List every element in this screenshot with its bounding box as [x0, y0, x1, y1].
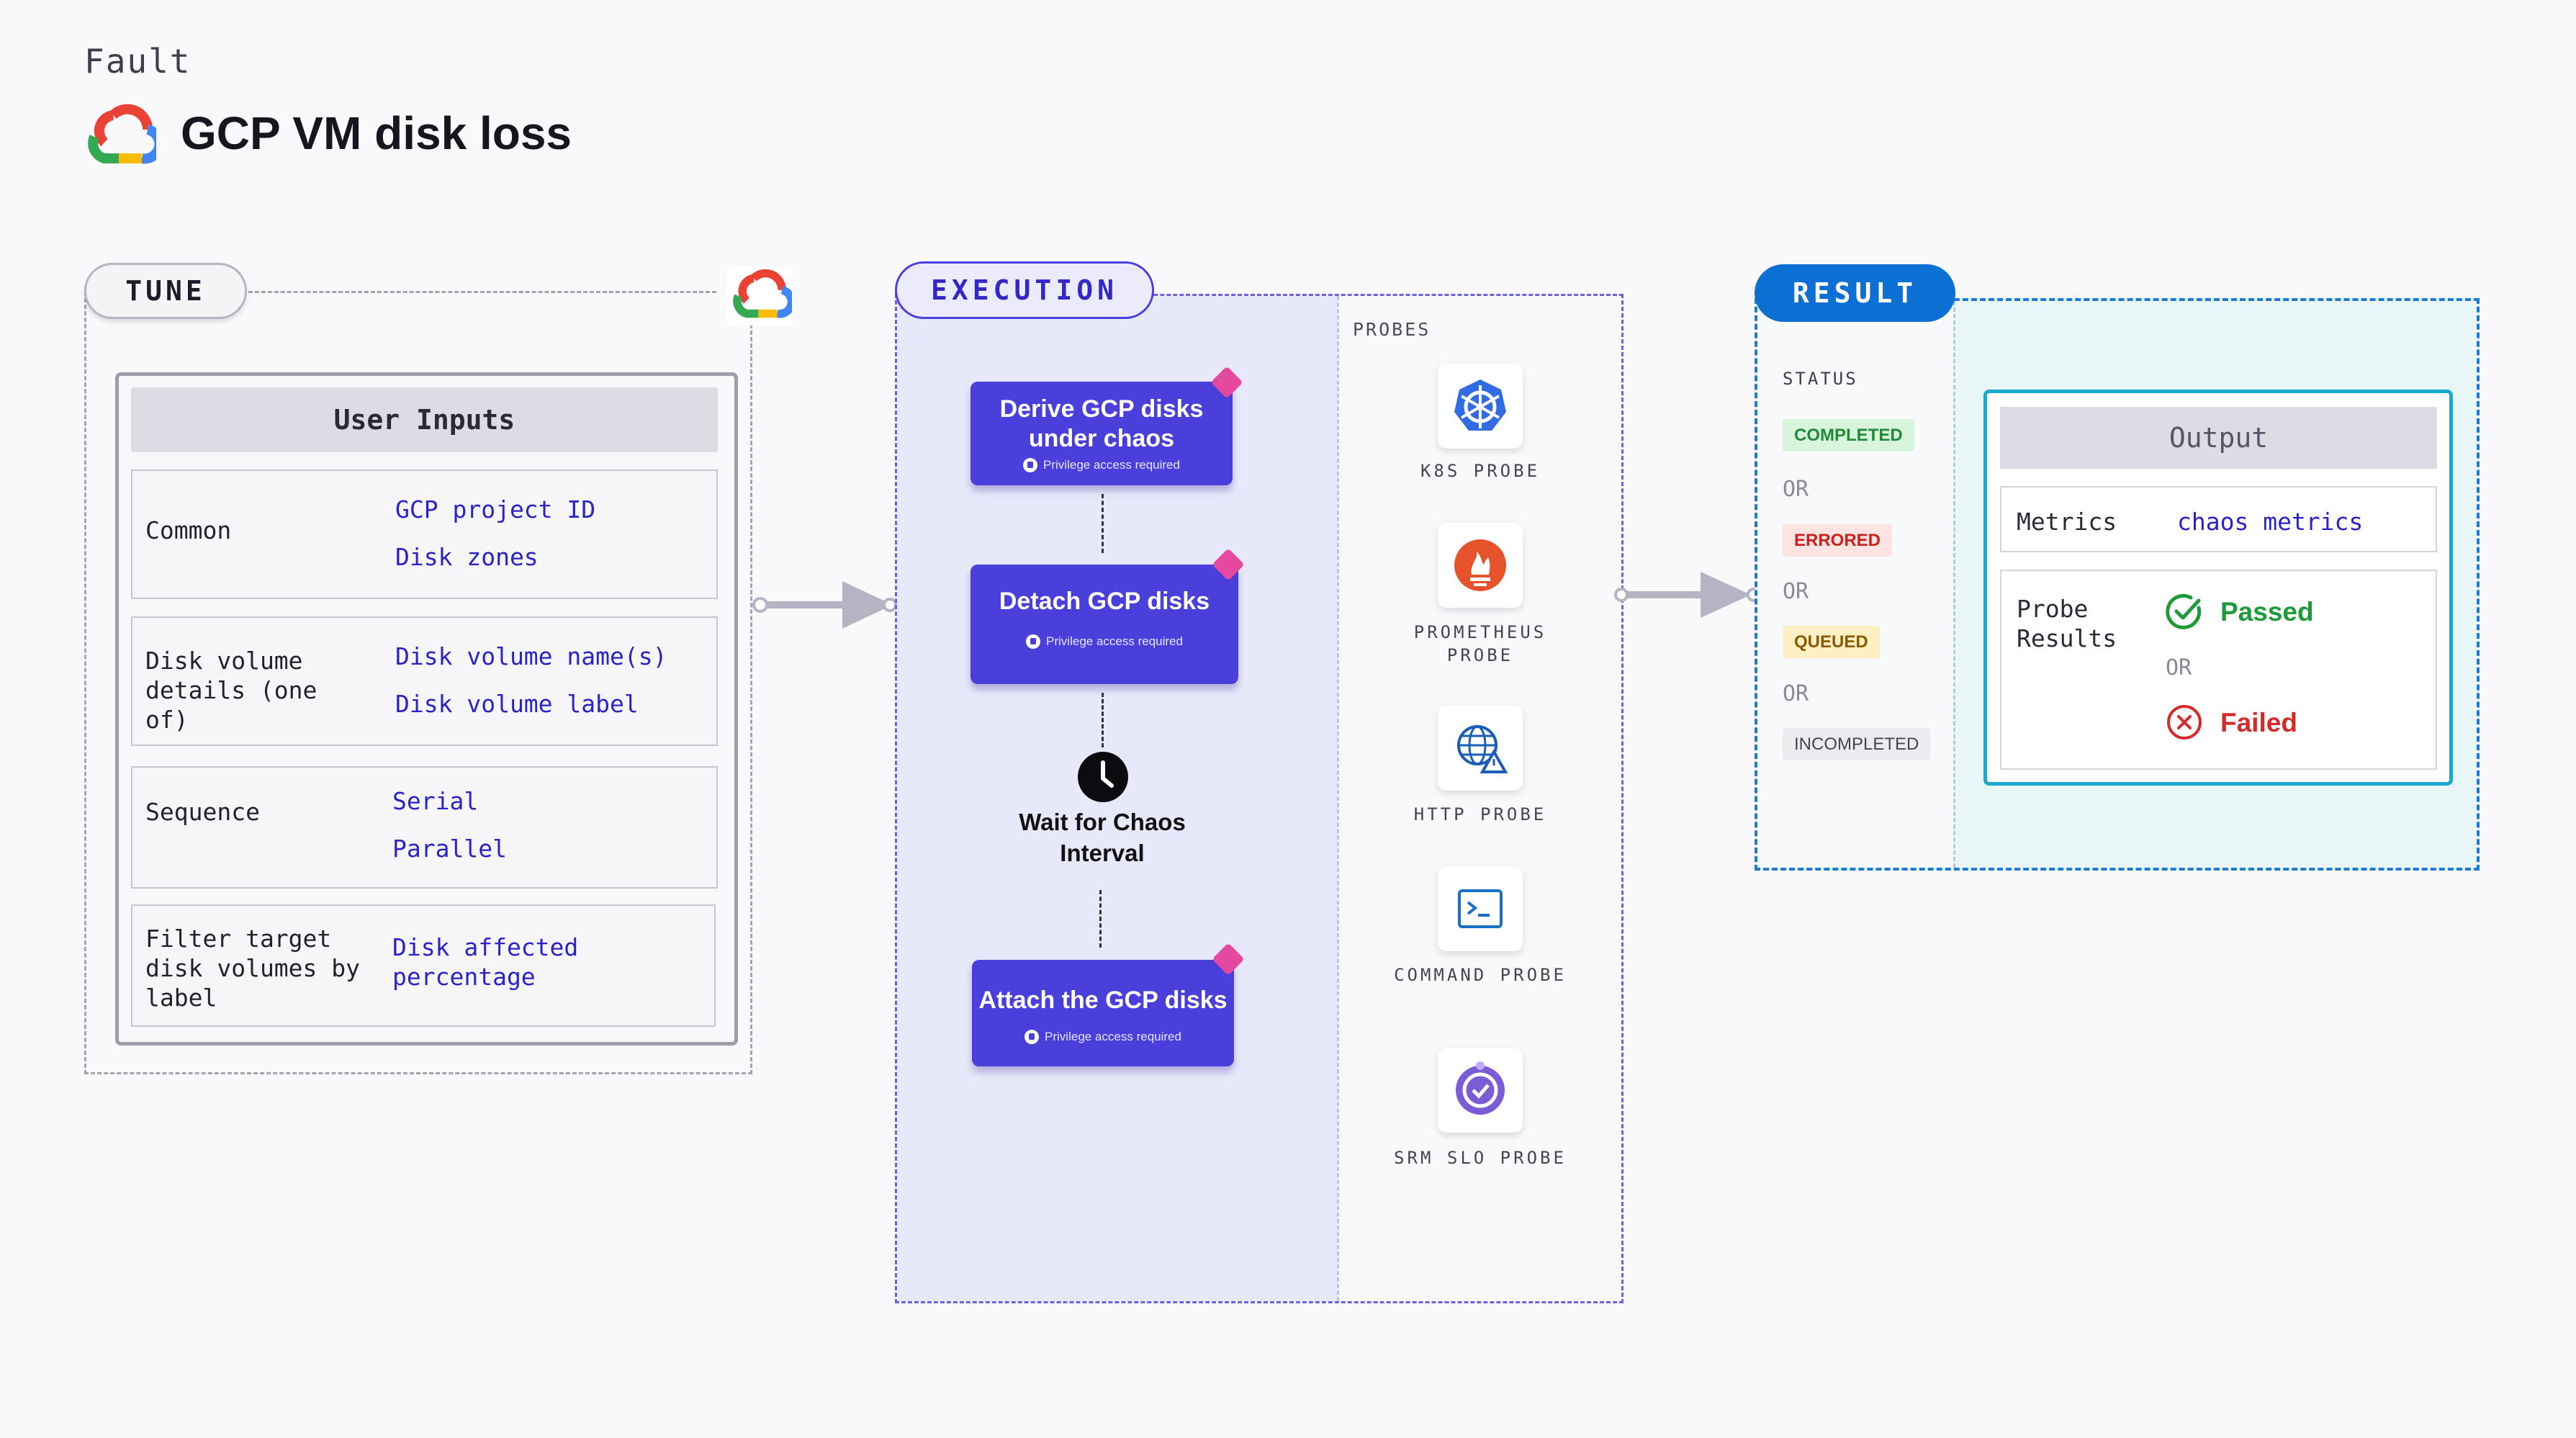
tune-label: TUNE: [84, 263, 247, 319]
flow-arrow: [752, 581, 897, 629]
status-badge-incompleted: INCOMPLETED: [1783, 728, 1931, 760]
probe-failed-label: Failed: [2220, 708, 2297, 737]
status-label: STATUS: [1783, 369, 1858, 389]
probe-results-label: Probe Results: [2017, 595, 2117, 652]
privilege-note: Privilege access required: [970, 634, 1238, 649]
input-row-label: Filter target disk volumes by label: [145, 925, 361, 1012]
input-value: Parallel: [392, 835, 507, 863]
flow-connector: [1099, 890, 1102, 948]
input-row-label: Disk volume details (one of): [145, 647, 318, 734]
metrics-label: Metrics: [2017, 508, 2117, 536]
step-detach-disks: Detach GCP disks Privilege access requir…: [970, 565, 1238, 684]
result-divider: [1953, 301, 1955, 868]
probe-label: HTTP PROBE: [1413, 804, 1547, 824]
step-title: Derive GCP disks under chaos: [999, 395, 1204, 452]
or-text: OR: [1783, 579, 1809, 604]
srm-slo-probe-card: [1438, 1048, 1523, 1133]
command-probe-card: [1438, 866, 1523, 951]
prometheus-probe-card: [1438, 523, 1523, 608]
terminal-icon: [1458, 889, 1503, 928]
step-derive-disks: Derive GCP disks under chaos Privilege a…: [970, 382, 1233, 485]
globe-warning-icon: [1457, 725, 1508, 773]
input-row-label: Common: [145, 516, 232, 544]
input-value: Serial: [392, 787, 479, 815]
step-wait-chaos-interval: Wait for Chaos Interval: [1019, 809, 1186, 866]
status-badge-errored: ERRORED: [1783, 524, 1893, 557]
probe-label: PROMETHEUS PROBE: [1413, 622, 1547, 665]
flow-connector: [1102, 693, 1104, 747]
x-circle-icon: [2167, 705, 2202, 740]
google-cloud-logo-icon: [84, 101, 156, 173]
input-row-sequence: [131, 766, 718, 889]
status-badge-queued: QUEUED: [1783, 626, 1880, 658]
execution-divider: [1337, 296, 1339, 1301]
input-value: GCP project ID: [395, 495, 596, 523]
tune-border-top: [248, 291, 716, 293]
or-text: OR: [2166, 655, 2192, 680]
probe-label: K8S PROBE: [1420, 461, 1541, 481]
input-value: Disk volume label: [395, 690, 639, 718]
input-row-filter: [131, 904, 716, 1027]
metrics-value: chaos metrics: [2177, 508, 2364, 536]
output-title: Output: [2000, 407, 2437, 469]
flow-connector: [1102, 494, 1104, 553]
probe-label: COMMAND PROBE: [1394, 965, 1567, 985]
probes-label: PROBES: [1353, 319, 1431, 340]
google-cloud-logo-icon: [727, 266, 792, 325]
flow-arrow: [1614, 572, 1761, 618]
step-attach-disks: Attach the GCP disks Privilege access re…: [972, 960, 1234, 1066]
page-title: GCP VM disk loss: [181, 107, 572, 159]
prometheus-icon: [1454, 539, 1506, 591]
kubernetes-icon: [1454, 379, 1506, 431]
input-value: Disk volume name(s): [395, 642, 667, 670]
lock-icon: [1023, 458, 1038, 472]
clock-icon: [1078, 752, 1128, 802]
probe-label: SRM SLO PROBE: [1394, 1148, 1567, 1168]
execution-section: [895, 294, 1623, 1303]
result-label: RESULT: [1755, 264, 1955, 322]
step-title: Attach the GCP disks: [978, 987, 1228, 1014]
check-circle-icon: [2166, 593, 2202, 629]
user-inputs-title: User Inputs: [131, 387, 718, 452]
step-title: Detach GCP disks: [999, 588, 1210, 615]
privilege-note: Privilege access required: [972, 1030, 1234, 1044]
probe-results-row: [2000, 570, 2437, 770]
input-row-common: [131, 469, 718, 599]
lock-icon: [1024, 1030, 1040, 1044]
section-label: Fault: [84, 42, 192, 81]
lock-icon: [1026, 634, 1041, 649]
k8s-probe-card: [1438, 364, 1523, 449]
status-column: [1757, 301, 1954, 868]
input-row-disk-volume: [131, 616, 718, 746]
input-value: Disk affected percentage: [392, 933, 579, 991]
input-value: Disk zones: [395, 543, 539, 571]
execution-label: EXECUTION: [895, 261, 1154, 319]
or-text: OR: [1783, 477, 1809, 502]
status-badge-completed: COMPLETED: [1783, 419, 1914, 451]
privilege-note: Privilege access required: [970, 458, 1233, 472]
or-text: OR: [1783, 681, 1809, 706]
http-probe-card: [1438, 706, 1523, 791]
tune-section: [84, 292, 752, 1074]
slo-gauge-icon: [1456, 1061, 1505, 1115]
metrics-row: [2000, 486, 2437, 552]
input-row-label: Sequence: [145, 798, 260, 826]
probe-passed-label: Passed: [2220, 597, 2314, 626]
